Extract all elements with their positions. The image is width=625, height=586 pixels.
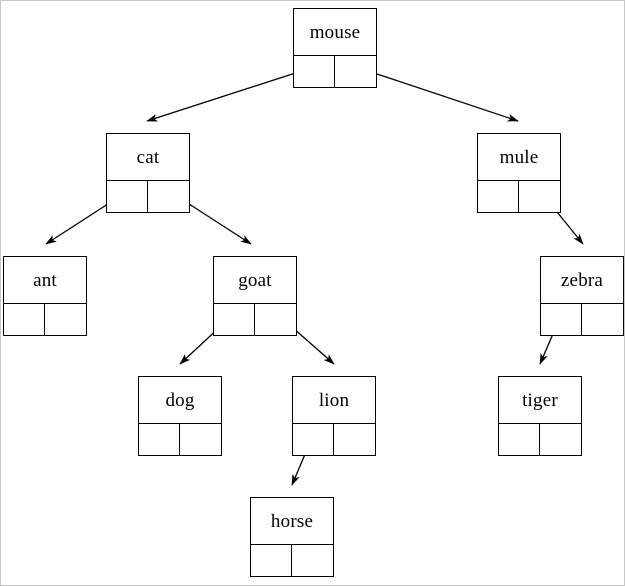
node-pointer-row-dog [139, 424, 221, 455]
tree-node-goat[interactable]: goat [213, 256, 297, 336]
node-left-pointer-lion[interactable] [293, 424, 334, 455]
node-label-dog: dog [139, 377, 221, 424]
node-pointer-row-zebra [541, 304, 623, 335]
node-right-pointer-ant[interactable] [45, 304, 86, 335]
tree-node-mouse[interactable]: mouse [293, 8, 377, 88]
node-right-pointer-lion[interactable] [334, 424, 375, 455]
tree-node-tiger[interactable]: tiger [498, 376, 582, 456]
node-right-pointer-horse[interactable] [292, 545, 333, 576]
tree-node-zebra[interactable]: zebra [540, 256, 624, 336]
node-right-pointer-goat[interactable] [255, 304, 296, 335]
node-left-pointer-mule[interactable] [478, 181, 519, 212]
node-left-pointer-horse[interactable] [251, 545, 292, 576]
node-left-pointer-goat[interactable] [214, 304, 255, 335]
node-right-pointer-mouse[interactable] [335, 56, 376, 87]
node-left-pointer-tiger[interactable] [499, 424, 540, 455]
node-pointer-row-horse [251, 545, 333, 576]
node-label-ant: ant [4, 257, 86, 304]
node-pointer-row-lion [293, 424, 375, 455]
tree-node-cat[interactable]: cat [106, 133, 190, 213]
node-pointer-row-cat [107, 181, 189, 212]
tree-node-dog[interactable]: dog [138, 376, 222, 456]
tree-edge-mouse-to-cat [146, 66, 315, 122]
node-left-pointer-mouse[interactable] [294, 56, 335, 87]
node-pointer-row-mouse [294, 56, 376, 87]
node-left-pointer-cat[interactable] [107, 181, 148, 212]
node-pointer-row-mule [478, 181, 560, 212]
node-label-goat: goat [214, 257, 296, 304]
node-pointer-row-goat [214, 304, 296, 335]
node-pointer-row-tiger [499, 424, 581, 455]
node-label-mule: mule [478, 134, 560, 181]
tree-node-ant[interactable]: ant [3, 256, 87, 336]
tree-edge-mouse-to-mule [355, 66, 519, 122]
node-label-cat: cat [107, 134, 189, 181]
tree-node-lion[interactable]: lion [292, 376, 376, 456]
node-label-tiger: tiger [499, 377, 581, 424]
node-right-pointer-cat[interactable] [148, 181, 189, 212]
node-label-zebra: zebra [541, 257, 623, 304]
node-pointer-row-ant [4, 304, 86, 335]
node-label-lion: lion [293, 377, 375, 424]
node-label-horse: horse [251, 498, 333, 545]
node-label-mouse: mouse [294, 9, 376, 56]
node-left-pointer-ant[interactable] [4, 304, 45, 335]
node-left-pointer-dog[interactable] [139, 424, 180, 455]
node-right-pointer-dog[interactable] [180, 424, 221, 455]
tree-node-mule[interactable]: mule [477, 133, 561, 213]
node-right-pointer-zebra[interactable] [582, 304, 623, 335]
tree-node-horse[interactable]: horse [250, 497, 334, 577]
node-right-pointer-tiger[interactable] [540, 424, 581, 455]
node-right-pointer-mule[interactable] [519, 181, 560, 212]
node-left-pointer-zebra[interactable] [541, 304, 582, 335]
